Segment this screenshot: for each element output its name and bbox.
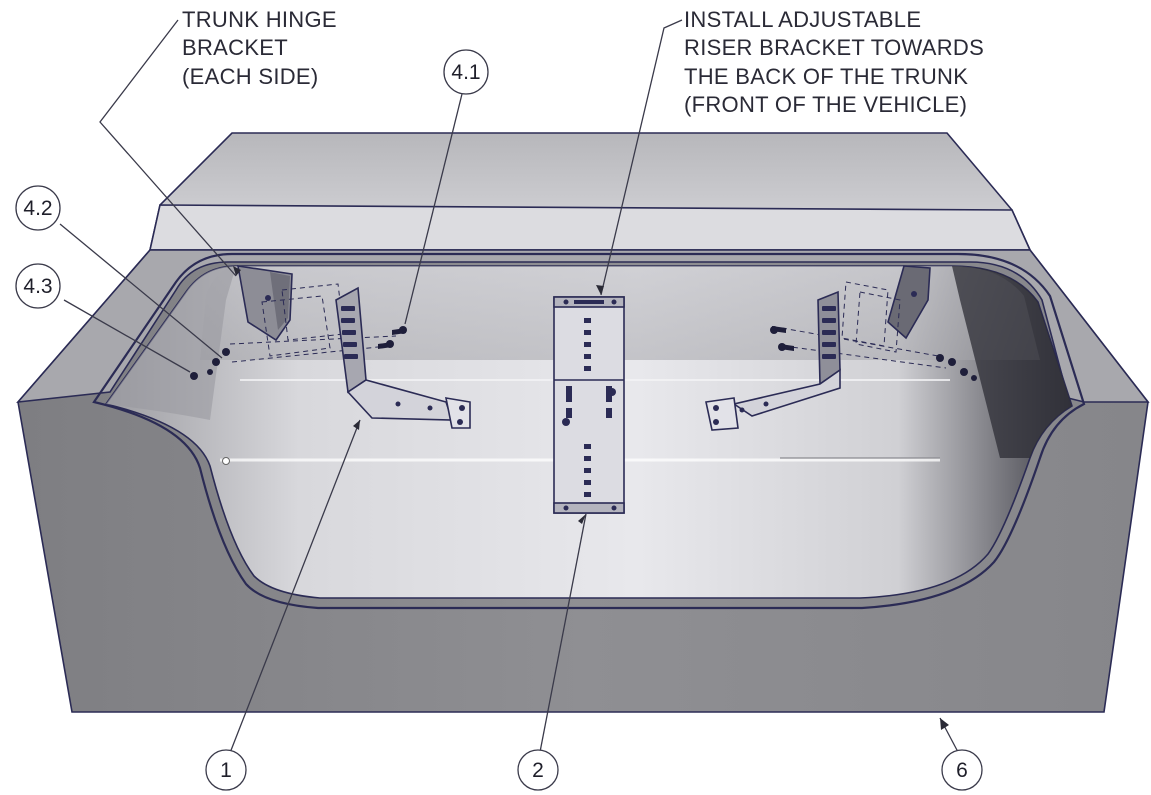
callout-4-1-label: 4.1 xyxy=(451,61,480,84)
riser-bracket xyxy=(553,296,625,514)
riser-note-line-2: RISER BRACKET TOWARDS xyxy=(684,35,984,60)
callout-1: 1 xyxy=(205,749,247,791)
riser-note-line-1: INSTALL ADJUSTABLE xyxy=(684,7,921,32)
callout-6-label: 6 xyxy=(956,759,968,782)
hardware-screws xyxy=(190,326,977,381)
callout-2-label: 2 xyxy=(532,759,544,782)
trunk-hinge-bracket-right xyxy=(887,265,931,340)
hinge-bracket-note: TRUNK HINGE BRACKET (EACH SIDE) xyxy=(182,7,337,89)
left-side-bracket xyxy=(335,286,471,429)
callout-4-2: 4.2 xyxy=(15,185,61,231)
callout-4-3: 4.3 xyxy=(15,263,61,309)
riser-bracket-note: INSTALL ADJUSTABLE RISER BRACKET TOWARDS… xyxy=(684,7,984,117)
callout-4-2-label: 4.2 xyxy=(23,197,52,220)
trunk-left-inner-wall xyxy=(106,266,236,420)
callout-1-label: 1 xyxy=(220,759,232,782)
trunk-right-inner-wall xyxy=(952,266,1072,458)
floor-hole xyxy=(222,457,230,465)
trunk-lid-front-face xyxy=(149,204,1032,251)
hinge-note-line-2: BRACKET xyxy=(182,35,288,60)
hinge-note-line-1: TRUNK HINGE xyxy=(182,7,337,32)
leader-lines xyxy=(59,19,959,759)
callout-4-3-label: 4.3 xyxy=(23,275,52,298)
hinge-note-line-3: (EACH SIDE) xyxy=(182,64,319,89)
trunk-hinge-bracket-left xyxy=(237,265,293,342)
riser-note-line-3: THE BACK OF THE TRUNK xyxy=(684,64,968,89)
right-side-bracket xyxy=(705,290,841,431)
callout-4-1: 4.1 xyxy=(443,49,489,95)
trunk-cavity-lip xyxy=(92,252,1086,610)
riser-note-line-4: (FRONT OF THE VEHICLE) xyxy=(684,92,967,117)
callout-2: 2 xyxy=(517,749,559,791)
callout-6: 6 xyxy=(941,749,983,791)
